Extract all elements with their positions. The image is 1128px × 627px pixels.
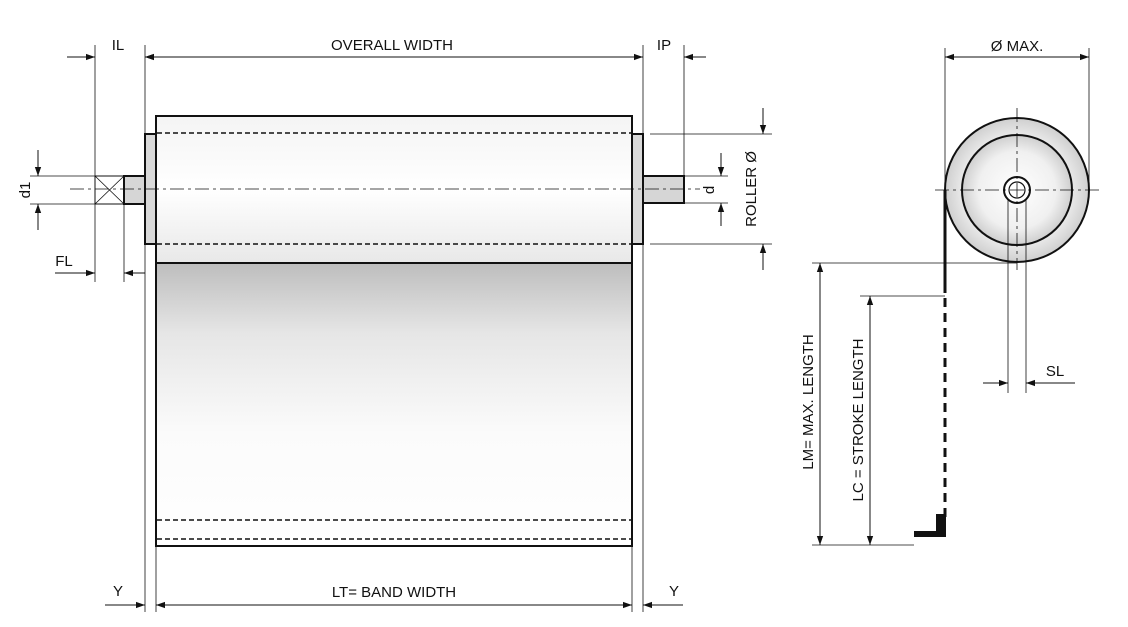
right-pin [642,175,685,204]
y-right-label: Y [669,583,679,600]
sl-label: SL [1046,363,1064,380]
front-view-dimensions: IL OVERALL WIDTH IP d1 d ROLLER Ø FL [17,37,772,612]
front-view [70,115,700,547]
left-square-end [94,175,125,205]
side-view [914,108,1100,537]
max-length-label: LM= MAX. LENGTH [800,334,817,469]
il-label: IL [112,37,125,54]
roller-diameter-label: ROLLER Ø [743,151,760,227]
band-width-label: LT= BAND WIDTH [332,584,456,601]
max-diameter-label: Ø MAX. [991,38,1044,55]
d-label: d [701,186,718,194]
side-view-dimensions: Ø MAX. SL LM= MAX. LENGTH LC = STROKE LE… [800,38,1090,546]
roller-tube [155,115,633,264]
y-left-label: Y [113,583,123,600]
stroke-length-label: LC = STROKE LENGTH [850,339,867,502]
fl-label: FL [55,253,73,270]
ip-label: IP [657,37,671,54]
bottom-bar-profile [914,514,946,537]
overall-width-label: OVERALL WIDTH [331,37,453,54]
band [155,262,633,547]
left-pin [123,175,146,205]
d1-label: d1 [17,182,34,199]
